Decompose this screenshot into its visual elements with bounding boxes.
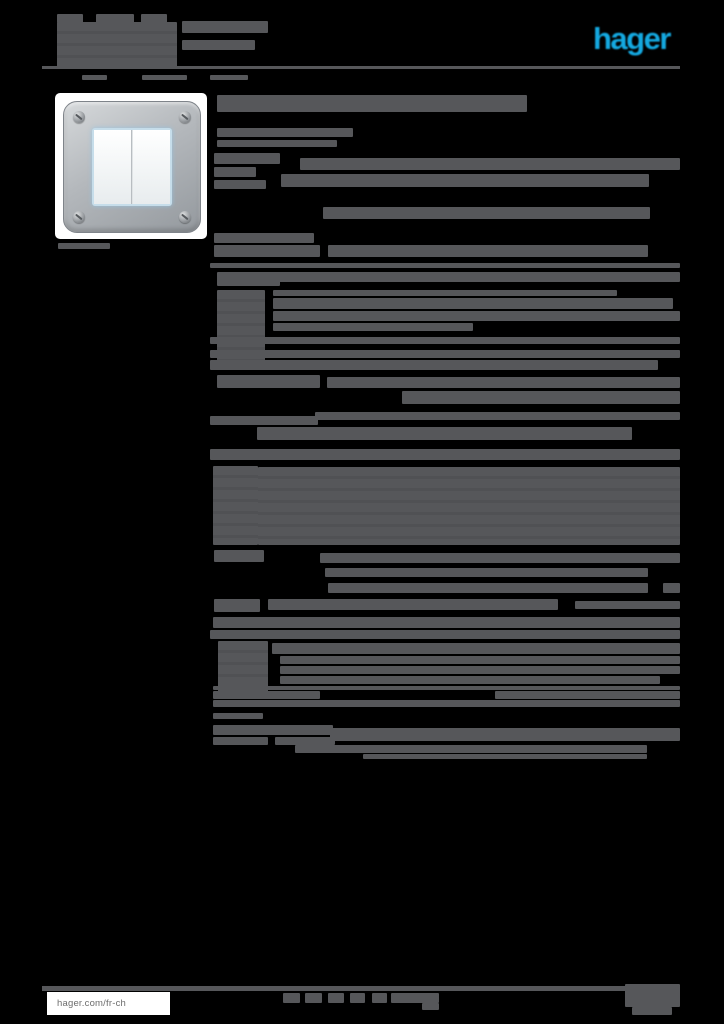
redacted-text-bar xyxy=(315,412,680,420)
redacted-text-bar xyxy=(495,691,680,699)
redacted-text-bar xyxy=(257,427,632,440)
redacted-text-bar xyxy=(214,550,264,562)
divider-rule xyxy=(42,986,625,991)
redacted-text-bar xyxy=(141,14,167,23)
divider-rule xyxy=(42,66,680,69)
redacted-text-bar xyxy=(214,233,314,243)
redacted-text-bar xyxy=(330,728,680,741)
redacted-text-bar xyxy=(350,993,365,1003)
redacted-text-bar xyxy=(275,737,335,745)
redacted-text-bar xyxy=(57,22,177,68)
redacted-text-bar xyxy=(213,617,680,628)
redacted-text-bar xyxy=(280,676,660,684)
redacted-text-bar xyxy=(210,75,248,80)
redacted-text-bar xyxy=(328,993,344,1003)
redacted-text-bar xyxy=(58,243,110,249)
redacted-text-bar xyxy=(273,311,680,321)
footer-website-link[interactable]: hager.com/fr-ch xyxy=(57,998,126,1009)
hager-logo: hager xyxy=(593,21,671,56)
redacted-text-bar xyxy=(328,245,648,257)
redacted-text-bar xyxy=(213,686,680,690)
redacted-text-bar xyxy=(182,21,268,33)
redacted-text-bar xyxy=(328,583,648,593)
redacted-text-bar xyxy=(210,416,318,425)
redacted-text-bar xyxy=(632,1007,672,1015)
redacted-text-bar xyxy=(217,140,337,147)
redacted-text-bar xyxy=(214,153,280,164)
redacted-text-bar xyxy=(217,95,527,112)
redacted-text-bar xyxy=(182,40,255,50)
redacted-text-bar xyxy=(213,713,263,719)
redacted-text-bar xyxy=(213,700,680,707)
redacted-text-bar xyxy=(258,467,680,545)
redacted-text-bar xyxy=(213,691,320,699)
redacted-text-bar xyxy=(320,553,680,563)
redacted-text-bar xyxy=(213,725,333,735)
footer-website-box: hager.com/fr-ch xyxy=(47,992,170,1015)
screw-icon xyxy=(73,211,85,223)
product-photo xyxy=(55,93,207,239)
redacted-text-bar xyxy=(273,323,473,331)
redacted-text-bar xyxy=(214,245,320,257)
redacted-text-bar xyxy=(325,568,648,577)
double-rocker xyxy=(92,128,172,206)
redacted-text-bar xyxy=(625,984,680,1007)
redacted-text-bar xyxy=(257,449,680,460)
redacted-text-bar xyxy=(214,599,260,612)
redacted-text-bar xyxy=(210,360,658,370)
redacted-text-bar xyxy=(283,993,300,1003)
screw-icon xyxy=(179,211,191,223)
redacted-text-bar xyxy=(96,14,134,23)
redacted-text-bar xyxy=(300,158,680,170)
redacted-text-bar xyxy=(217,290,265,370)
redacted-text-bar xyxy=(57,14,83,23)
redacted-text-bar xyxy=(402,391,680,404)
redacted-text-bar xyxy=(363,754,647,759)
redacted-text-bar xyxy=(281,174,649,187)
redacted-text-bar xyxy=(575,601,680,609)
redacted-text-bar xyxy=(663,583,680,593)
redacted-text-bar xyxy=(273,298,673,309)
redacted-text-bar xyxy=(214,167,256,177)
redacted-text-bar xyxy=(280,656,680,664)
redacted-text-bar xyxy=(273,290,617,296)
redacted-text-bar xyxy=(327,377,680,388)
redacted-text-bar xyxy=(210,350,680,358)
redacted-text-bar xyxy=(210,449,265,460)
redacted-text-bar xyxy=(217,375,320,388)
redacted-text-bar xyxy=(422,1003,439,1010)
redacted-text-bar xyxy=(305,993,322,1003)
switch-plate xyxy=(63,101,201,233)
redacted-text-bar xyxy=(217,128,353,137)
redacted-text-bar xyxy=(272,643,680,654)
redacted-text-bar xyxy=(268,599,558,610)
redacted-text-bar xyxy=(391,993,439,1003)
redacted-text-bar xyxy=(213,737,268,745)
redacted-text-bar xyxy=(323,207,650,219)
redacted-text-bar xyxy=(210,630,680,639)
redacted-text-bar xyxy=(142,75,187,80)
rocker-left-button xyxy=(94,130,132,204)
redacted-text-bar xyxy=(210,337,680,344)
screw-icon xyxy=(179,111,191,123)
redacted-text-bar xyxy=(213,466,258,545)
redacted-text-bar xyxy=(228,272,680,282)
redacted-text-bar xyxy=(82,75,107,80)
redacted-text-bar xyxy=(280,666,680,674)
rocker-right-button xyxy=(132,130,170,204)
redacted-text-bar xyxy=(295,745,647,753)
redacted-text-bar xyxy=(372,993,387,1003)
screw-icon xyxy=(73,111,85,123)
redacted-text-bar xyxy=(214,180,266,189)
redacted-text-bar xyxy=(210,263,680,268)
